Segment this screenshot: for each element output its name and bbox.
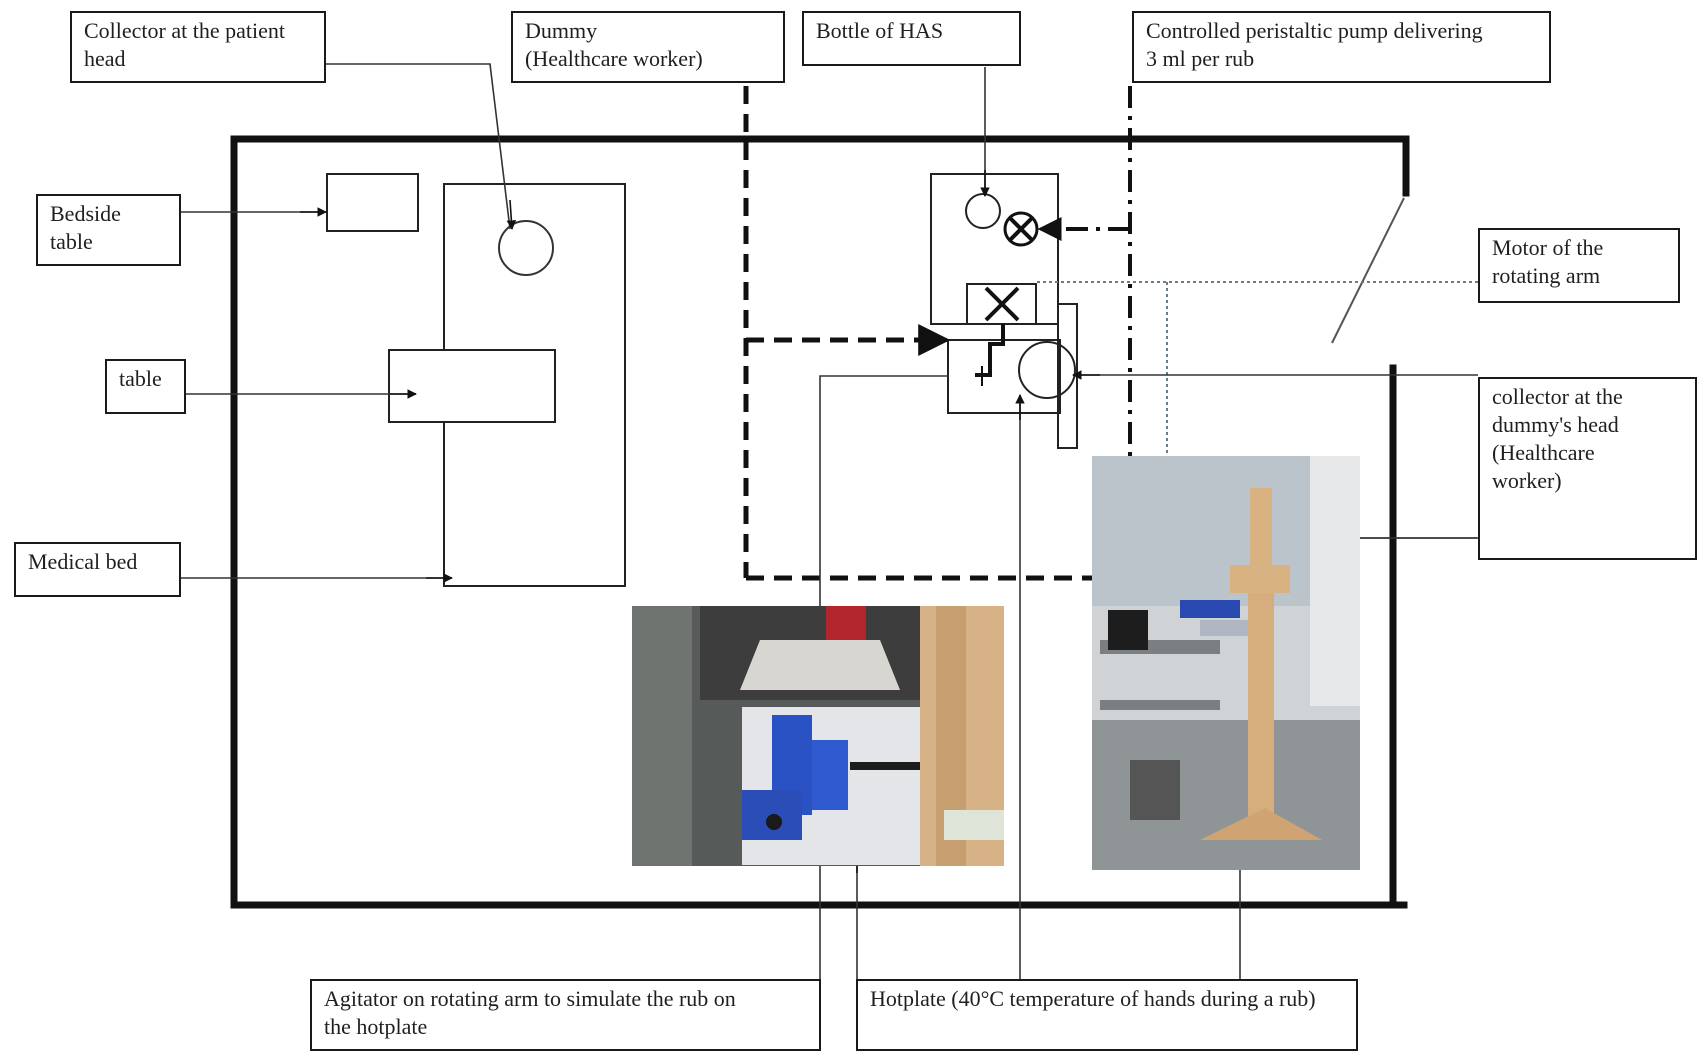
dummy-photo <box>1092 456 1360 870</box>
label-dummy: Dummy (Healthcare worker) <box>511 11 785 83</box>
label-agitator: Agitator on rotating arm to simulate the… <box>310 979 821 1051</box>
label-collector-patient-head: Collector at the patient head <box>70 11 326 83</box>
label-hotplate: Hotplate (40°C temperature of hands duri… <box>856 979 1358 1051</box>
tube-path <box>975 324 1005 377</box>
valve-marks <box>984 211 1039 322</box>
agitator-photo <box>632 606 1004 866</box>
room-outline <box>230 135 1410 909</box>
label-bottle-of-has: Bottle of HAS <box>802 11 1021 66</box>
patient-head-collector <box>498 220 554 276</box>
device-assembly <box>930 173 1078 449</box>
label-collector-dummy-head: collector at the dummy's head (Healthcar… <box>1478 377 1697 560</box>
label-peristaltic-pump: Controlled peristaltic pump delivering 3… <box>1132 11 1551 83</box>
motor-dotted-connector <box>1036 281 1478 575</box>
door-line <box>1331 197 1405 344</box>
label-medical-bed: Medical bed <box>14 542 181 597</box>
label-motor-rotating-arm: Motor of the rotating arm <box>1478 228 1680 303</box>
table-rect <box>388 349 556 423</box>
label-table: table <box>105 359 186 414</box>
bedside-table-rect <box>326 173 419 232</box>
label-bedside-table: Bedside table <box>36 194 181 266</box>
